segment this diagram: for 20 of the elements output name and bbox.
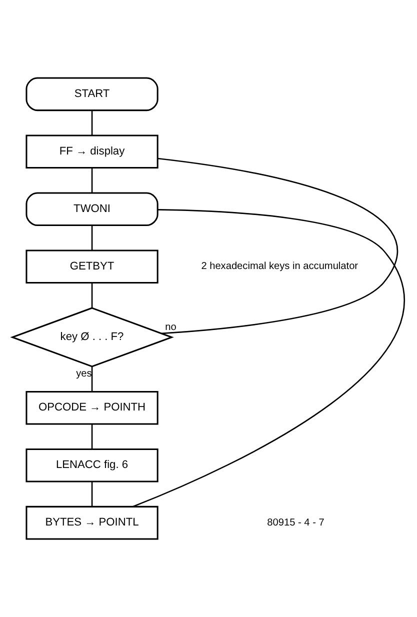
edge-label: no [165,322,176,334]
connector [158,158,398,334]
connector [91,168,93,193]
label: 2 hexadecimal keys in accumulator [201,261,358,272]
connector [132,209,405,508]
node-box: LENACC fig. 6 [26,448,158,482]
node-box: TWONI [26,192,158,226]
connector [91,282,93,308]
node-box: GETBYT [26,250,158,284]
node-box: FF → display [26,134,158,169]
label: 80915 - 4 - 7 [267,517,324,528]
node-box: START [26,77,158,112]
node-box: OPCODE → POINTH [26,390,158,425]
connector [91,366,93,392]
node-box: BYTES → POINTL [26,506,158,540]
edge-label: yes [76,368,92,380]
connector [91,424,93,450]
connector [91,225,93,250]
connector [91,110,93,136]
connector [91,482,93,507]
